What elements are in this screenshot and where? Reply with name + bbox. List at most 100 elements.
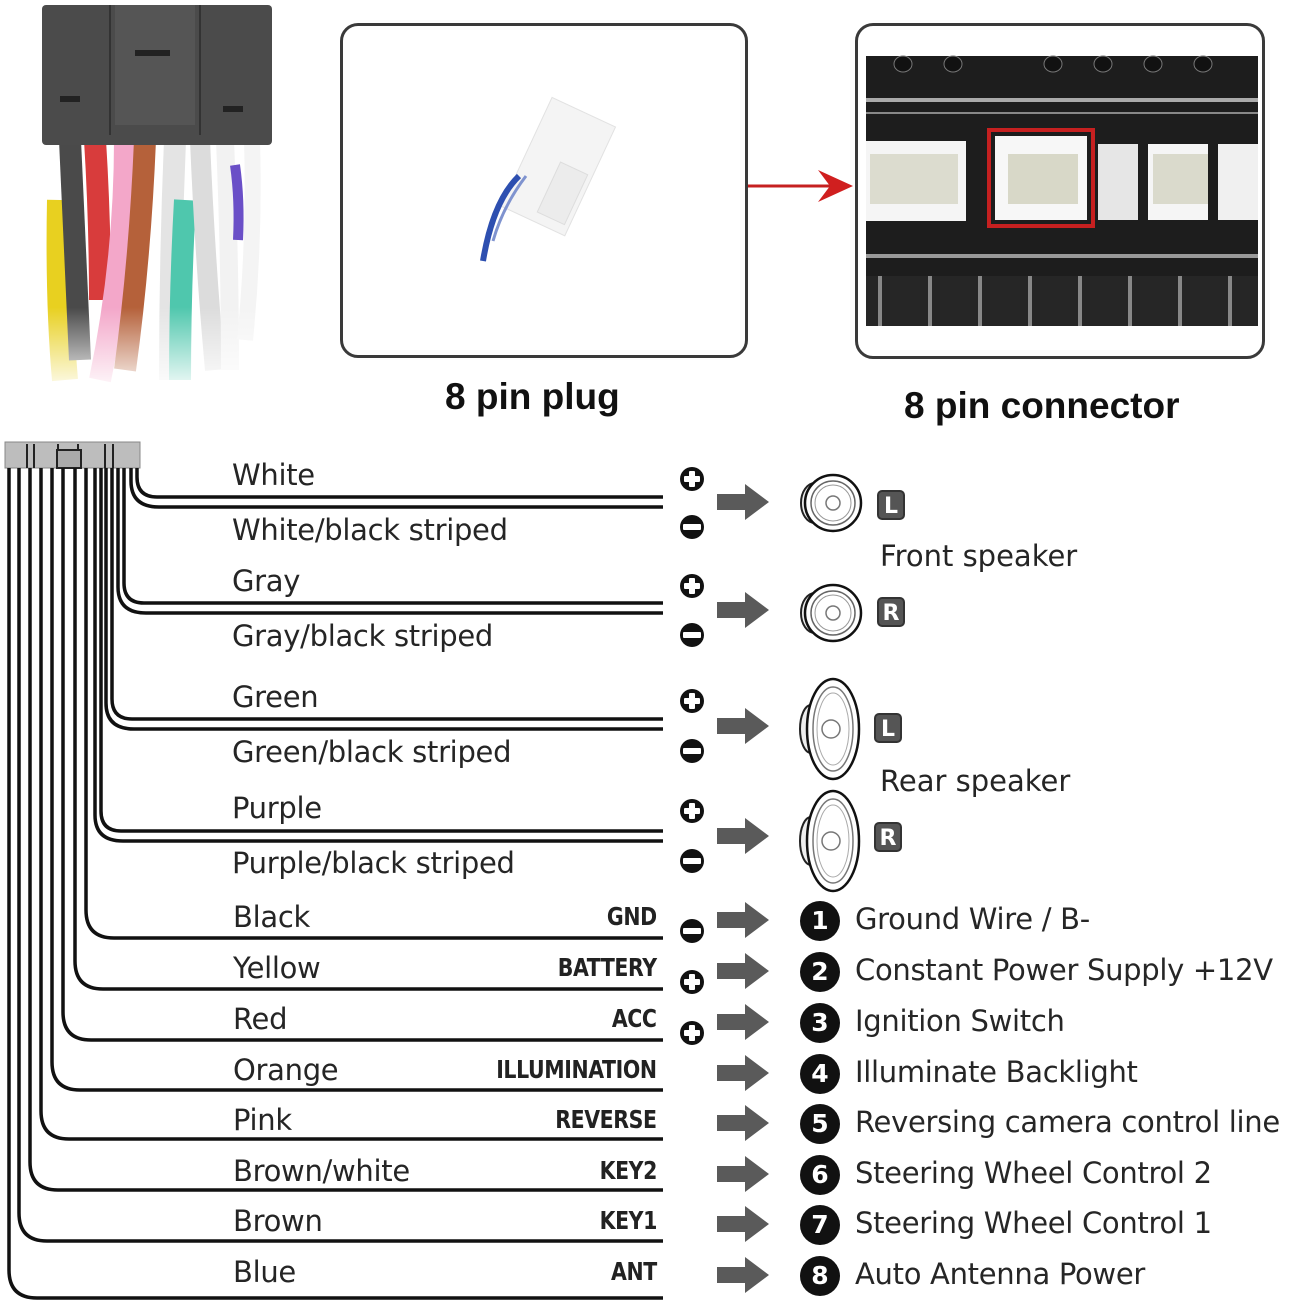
minus-circle-icon (679, 738, 705, 764)
wire-function-label: REVERSE (555, 1105, 658, 1134)
wire-color-label: Purple (232, 791, 322, 825)
wire-function-label: ANT (611, 1257, 657, 1286)
speaker-wire-pair (116, 468, 663, 615)
connector-photo (866, 55, 1258, 326)
highlight-box (987, 128, 1095, 228)
power-wire-line (39, 468, 663, 1141)
wire-description: Ignition Switch (855, 1004, 1065, 1038)
wire-harness-photo (30, 0, 280, 395)
diagram-connector-block (4, 441, 141, 469)
minus-circle-icon (679, 918, 705, 944)
plus-circle-icon (679, 1020, 705, 1046)
right-arrow-icon (717, 1105, 771, 1141)
wire-description: Auto Antenna Power (855, 1257, 1146, 1291)
right-arrow-icon (717, 1004, 771, 1040)
connector-top-holes (893, 55, 1213, 73)
front-speaker-label: Front speaker (880, 539, 1078, 573)
plus-circle-icon (679, 798, 705, 824)
connector-photo-frame (855, 23, 1265, 359)
power-wire-line (7, 468, 663, 1300)
wire-function-label: ILLUMINATION (496, 1055, 658, 1084)
wire-description: Illuminate Backlight (855, 1055, 1138, 1089)
right-arrow-icon (717, 1206, 771, 1242)
oval-speaker-icon (797, 787, 867, 899)
power-wire-line (61, 468, 663, 1042)
power-wire-line (50, 468, 663, 1092)
speaker-wire-pair (93, 468, 663, 843)
wire-color-label: Pink (233, 1103, 292, 1137)
wire-color-label: Brown (233, 1204, 323, 1238)
harness-connector-housing (42, 5, 272, 145)
round-speaker-icon (797, 472, 867, 538)
speaker-side-badge: R (874, 822, 902, 852)
right-arrow-icon (717, 1257, 771, 1293)
minus-circle-icon (679, 848, 705, 874)
wire-color-label: Black (233, 900, 310, 934)
number-badge: 2 (800, 952, 840, 992)
right-arrow-icon (717, 484, 771, 520)
speaker-side-badge: L (877, 490, 905, 520)
number-badge: 7 (800, 1205, 840, 1245)
wiring-lines (4, 441, 663, 1300)
wire-color-label: Gray/black striped (232, 619, 494, 653)
power-wire-line (84, 468, 663, 940)
right-arrow-icon (717, 902, 771, 938)
minus-circle-icon (679, 622, 705, 648)
wire-color-label: Yellow (233, 951, 321, 985)
number-badge: 8 (800, 1256, 840, 1296)
power-wire-line (73, 468, 663, 991)
speaker-wire-pair (129, 468, 663, 509)
right-arrow-icon (717, 1055, 771, 1091)
right-arrow-icon (717, 1156, 771, 1192)
number-badge: 3 (800, 1003, 840, 1043)
wire-color-label: Green (232, 680, 319, 714)
speaker-side-badge: L (874, 713, 902, 743)
wire-color-label: Brown/white (233, 1154, 410, 1188)
right-arrow-icon (717, 818, 771, 854)
wire-color-label: Orange (233, 1053, 339, 1087)
wire-function-label: KEY1 (599, 1206, 658, 1235)
speaker-wire-pair (104, 468, 663, 731)
wire-function-label: KEY2 (599, 1156, 658, 1185)
plus-circle-icon (679, 466, 705, 492)
wire-description: Reversing camera control line (855, 1105, 1280, 1139)
number-badge: 6 (800, 1155, 840, 1195)
wire-function-label: GND (607, 902, 657, 931)
plus-circle-icon (679, 573, 705, 599)
wire-description: Steering Wheel Control 1 (855, 1206, 1212, 1240)
connector-ribs (866, 276, 1258, 326)
plug-photo (480, 96, 617, 262)
right-arrow-icon (717, 708, 771, 744)
connector-caption: 8 pin connector (904, 385, 1180, 426)
number-badge: 1 (800, 901, 840, 941)
wire-function-label: BATTERY (558, 953, 657, 982)
wire-description: Constant Power Supply +12V (855, 953, 1273, 987)
plus-circle-icon (679, 969, 705, 995)
wire-color-label: Red (233, 1002, 288, 1036)
minus-circle-icon (679, 514, 705, 540)
plug-photo-frame (340, 23, 748, 358)
plug-caption: 8 pin plug (445, 376, 620, 417)
number-badge: 4 (800, 1054, 840, 1094)
oval-speaker-icon (797, 675, 867, 787)
power-wire-line (28, 468, 663, 1192)
connector-sockets (866, 136, 1258, 221)
right-arrow-icon (717, 592, 771, 628)
wire-color-label: White (232, 458, 315, 492)
wire-color-label: Green/black striped (232, 735, 512, 769)
rear-speaker-label: Rear speaker (880, 764, 1071, 798)
wire-color-label: Blue (233, 1255, 296, 1289)
power-wire-line (17, 468, 663, 1243)
speaker-side-badge: R (877, 597, 905, 627)
wire-color-label: Purple/black striped (232, 846, 515, 880)
plus-circle-icon (679, 688, 705, 714)
wire-function-label: ACC (612, 1004, 657, 1033)
wire-color-label: Gray (232, 564, 301, 598)
round-speaker-icon (797, 582, 867, 648)
number-badge: 5 (800, 1104, 840, 1144)
wire-description: Ground Wire / B- (855, 902, 1090, 936)
right-arrow-icon (717, 953, 771, 989)
red-arrow-icon (748, 168, 856, 212)
wire-color-label: White/black striped (232, 513, 508, 547)
wire-description: Steering Wheel Control 2 (855, 1156, 1212, 1190)
